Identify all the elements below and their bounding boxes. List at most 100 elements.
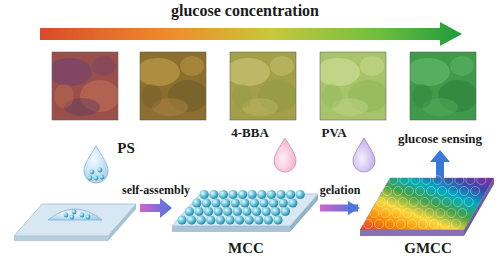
film-illustration [296,190,305,199]
film-illustration [248,190,257,199]
film-illustration [397,220,406,229]
film-illustration [408,220,417,229]
suspension-droplet [70,215,75,220]
film-illustration [172,194,318,226]
material-film: GMCC [360,164,496,264]
color-photo [230,58,270,86]
film-illustration [453,198,462,207]
color-photo [92,56,116,76]
color-photo [48,52,120,120]
color-photo [230,52,296,120]
suspension-droplet [64,213,69,218]
glass-slide [14,236,108,241]
film-illustration [228,190,237,199]
film-illustration [442,198,451,207]
film-illustration [409,198,418,207]
suspension-droplet [48,209,102,220]
film-illustration [202,198,211,207]
film-illustration [209,190,218,199]
color-photo [180,56,204,76]
film-label-box: MCC [172,240,320,257]
self-assembly-arrow [140,198,172,218]
color-photo [410,52,476,120]
film-illustration [252,207,261,216]
film-illustration [238,190,247,199]
film-illustration [370,209,379,218]
film-illustration [436,209,445,218]
color-photo [360,56,384,76]
pva-droplet [353,138,375,172]
film-illustration [433,176,442,185]
color-photo [322,84,342,108]
film-illustration [254,215,263,224]
film-illustration [360,230,464,236]
film-illustration [420,198,429,207]
film-illustration [242,207,251,216]
film-illustration [458,209,467,218]
ps-droplet [88,176,93,181]
film-illustration [394,187,403,196]
concentration-arrow [40,22,462,46]
film-illustration [386,220,395,229]
step-label: self-assembly [122,184,190,198]
color-photo [410,52,476,120]
film-illustration [200,190,209,199]
color-photo [52,58,92,86]
film-illustration [225,215,234,224]
film-illustration [414,209,423,218]
film-illustration [223,207,232,216]
film-illustration [216,215,225,224]
film-illustration [466,176,475,185]
film-illustration [281,207,290,216]
film-illustration [250,198,259,207]
film-illustration [267,190,276,199]
film-illustration [444,176,453,185]
film-illustration [286,190,295,199]
sensing-arrow [430,150,450,178]
film-illustration [460,187,469,196]
film-illustration [464,198,473,207]
film-illustration [194,207,203,216]
film-illustration [231,198,240,207]
film-illustration [387,198,396,207]
film-illustration [403,209,412,218]
ps-droplet [94,176,99,181]
film-illustration [438,187,447,196]
film-illustration [447,209,456,218]
film-illustration [235,215,244,224]
color-photo [270,56,294,76]
film-illustration [477,176,486,185]
film-illustration [383,187,392,196]
color-photo [410,58,450,86]
color-photo [140,52,206,120]
glass-slide [14,204,136,241]
ps-droplet [90,170,95,175]
film-illustration [360,164,496,238]
film-illustration [360,178,494,230]
ps-droplet [84,146,108,183]
self-assembly-arrow [140,198,172,218]
reagent-label: 4-BBA [231,126,269,141]
material-label: PS [117,140,135,157]
film-illustration [427,187,436,196]
film-illustration [276,190,285,199]
reagent-label: PVA [321,126,346,141]
film-illustration [177,215,186,224]
film-illustration [221,198,230,207]
film-illustration [172,226,290,232]
film-illustration [411,176,420,185]
film-illustration [400,176,409,185]
connector-layer [320,208,358,209]
sensing-arrow [430,150,450,178]
axis-title: glucose concentration [171,2,319,20]
film-illustration [240,198,249,207]
film-illustration [449,187,458,196]
film-illustration [197,215,206,224]
color-photo [406,52,478,120]
film-illustration [211,198,220,207]
suspension-droplet [80,213,85,218]
ps-droplet [100,175,105,180]
material-film: MCC [172,164,320,264]
film-illustration [425,209,434,218]
